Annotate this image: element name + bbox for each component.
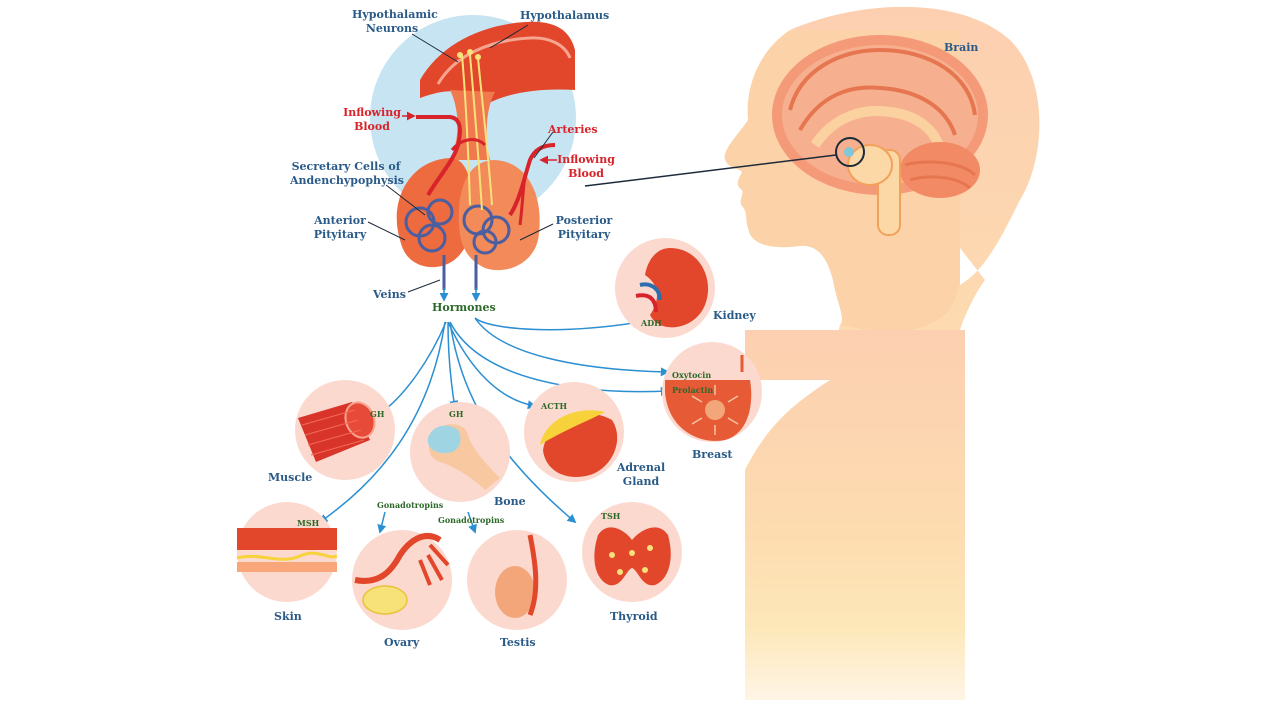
hypothalamus-shape: [420, 21, 575, 108]
leader-lines: [367, 24, 554, 293]
pituitary-location-marker: [835, 137, 865, 167]
label-arteries: Arteries: [548, 123, 598, 136]
posterior-lobe: [458, 160, 540, 271]
label-kidney: Kidney: [713, 309, 756, 322]
brain-illustration: [772, 35, 988, 236]
hormone-prolactin: Prolactin: [672, 385, 714, 395]
label-posterior-pituitary: Posterior Pityitary: [555, 214, 613, 241]
label-hypothalamic-neurons: Hypothalamic Neurons: [352, 8, 438, 35]
label-bone: Bone: [494, 495, 526, 508]
label-secretary-cells: Secretary Cells of Andenchypophysis: [290, 160, 404, 187]
kidney-organ: [615, 238, 715, 338]
testis-organ: [467, 530, 567, 630]
label-testis: Testis: [500, 636, 536, 649]
label-anterior-pituitary: Anterior Pityitary: [313, 214, 367, 241]
hormone-gh-muscle: GH: [370, 409, 385, 419]
neuron-axons: [461, 54, 493, 211]
pituitary-pointer-line: [584, 154, 837, 187]
label-adrenal-gland: Adrenal Gland: [616, 461, 666, 488]
label-breast: Breast: [692, 448, 733, 461]
thyroid-organ: [582, 502, 682, 602]
bone-organ: [410, 402, 510, 502]
label-brain: Brain: [944, 41, 979, 54]
hormone-gonadotropins-testis: Gonadotropins: [438, 515, 505, 525]
artery-right: [508, 143, 556, 217]
hormone-gonadotropins-ovary: Gonadotropins: [377, 500, 444, 510]
label-ovary: Ovary: [384, 636, 420, 649]
hormone-msh: MSH: [297, 518, 320, 528]
hormone-oxytocin: Oxytocin: [672, 370, 712, 380]
muscle-organ: [295, 380, 395, 480]
label-muscle: Muscle: [268, 471, 313, 484]
label-inflowing-blood-right: Inflowing Blood: [557, 153, 615, 180]
label-skin: Skin: [274, 610, 302, 623]
hormone-acth: ACTH: [541, 401, 568, 411]
label-thyroid: Thyroid: [610, 610, 658, 623]
label-hypothalamus: Hypothalamus: [520, 9, 610, 22]
adrenal-organ: [524, 382, 624, 482]
skin-organ: [236, 502, 338, 602]
hormone-gh-bone: GH: [449, 409, 464, 419]
hormone-arrows: [318, 317, 670, 534]
hypothalamic-neuron-dots: [457, 49, 481, 60]
label-veins: Veins: [373, 288, 406, 301]
label-inflowing-blood-left: Inflowing Blood: [343, 106, 401, 133]
anterior-lobe: [396, 158, 472, 268]
breast-organ: [662, 342, 762, 442]
hormone-tsh: TSH: [601, 511, 621, 521]
hormone-adh: ADH: [641, 318, 662, 328]
capillary-loops: [404, 198, 511, 255]
hormones-hub-label: Hormones: [432, 301, 496, 314]
ovary-organ: [352, 530, 452, 630]
